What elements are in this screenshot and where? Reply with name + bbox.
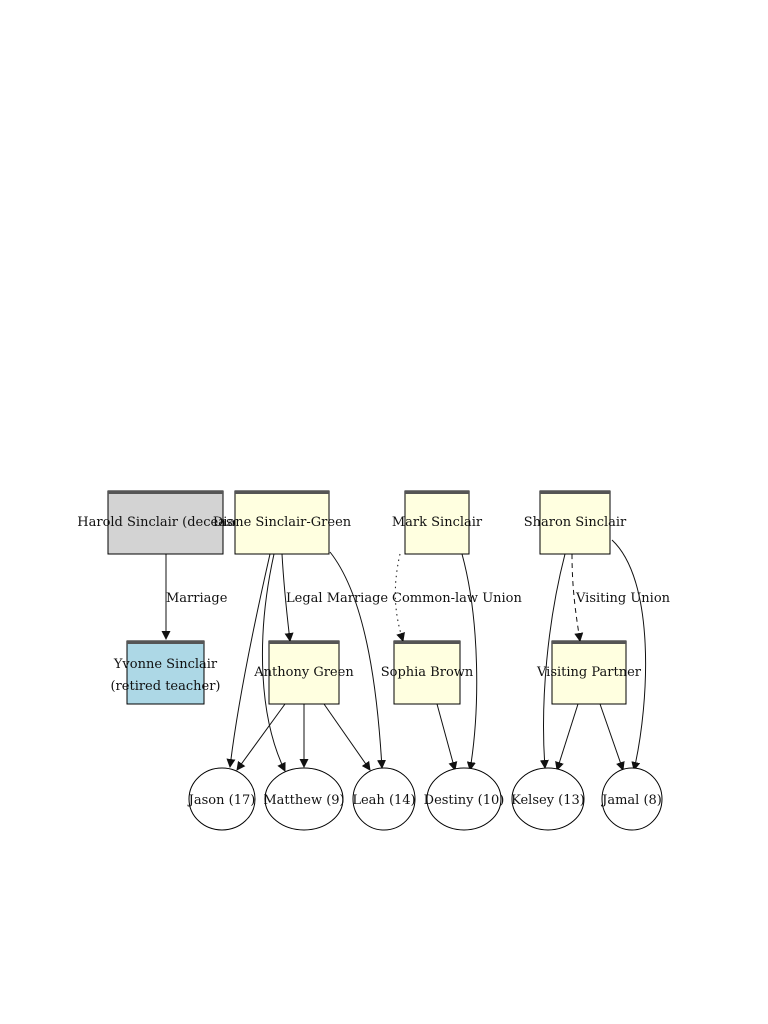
node-label: Diane Sinclair-Green bbox=[213, 515, 352, 530]
node-sharon: Sharon Sinclair bbox=[524, 490, 627, 555]
edge-sharon-kelsey bbox=[539, 553, 566, 769]
node-ellipse bbox=[264, 767, 344, 831]
node-diane: Diane Sinclair-Green bbox=[213, 490, 352, 555]
edge-sharon-jamal bbox=[611, 539, 647, 771]
node-jason: Jason (17) bbox=[187, 767, 256, 831]
node-label: Visiting Partner bbox=[536, 665, 642, 680]
node-label: Mark Sinclair bbox=[392, 515, 483, 530]
node-leah: Leah (14) bbox=[352, 767, 416, 831]
edge-diane-jason bbox=[226, 553, 271, 768]
node-ellipse bbox=[601, 767, 663, 831]
node-label: Jamal (8) bbox=[600, 793, 662, 808]
node-kelsey: Kelsey (13) bbox=[511, 767, 585, 831]
edge-label-visiting-union: Visiting Union bbox=[575, 591, 671, 606]
edge-label-marriage: Marriage bbox=[166, 591, 228, 606]
node-yvonne: Yvonne Sinclair (retired teacher) bbox=[110, 640, 221, 705]
node-box bbox=[404, 490, 470, 555]
node-ellipse bbox=[352, 767, 416, 831]
node-label-line2: (retired teacher) bbox=[110, 679, 220, 694]
node-destiny: Destiny (10) bbox=[424, 767, 505, 831]
node-anthony: Anthony Green bbox=[253, 640, 354, 705]
node-label: Matthew (9) bbox=[263, 793, 344, 808]
node-box bbox=[551, 640, 627, 705]
node-label: Destiny (10) bbox=[424, 793, 505, 808]
edge-anthony-leah bbox=[323, 703, 371, 771]
node-label: Harold Sinclair (deceased) bbox=[77, 515, 253, 530]
edge-diane-matthew bbox=[262, 553, 286, 772]
edge-anthony-jason bbox=[236, 703, 286, 771]
edges bbox=[161, 539, 647, 772]
edge-visiting-kelsey bbox=[555, 703, 579, 771]
edge-sophia-destiny bbox=[436, 703, 458, 771]
node-ellipse bbox=[511, 767, 585, 831]
node-box bbox=[234, 490, 330, 555]
node-ellipse bbox=[188, 767, 256, 831]
edge-label-legal-marriage: Legal Marriage bbox=[286, 591, 388, 606]
edge-sharon-visiting bbox=[571, 553, 584, 642]
node-visiting-partner: Visiting Partner bbox=[536, 640, 642, 705]
node-mark: Mark Sinclair bbox=[392, 490, 483, 555]
node-jamal: Jamal (8) bbox=[600, 767, 663, 831]
node-label: Sharon Sinclair bbox=[524, 515, 627, 530]
node-harold: Harold Sinclair (deceased) bbox=[77, 490, 254, 555]
node-label: Sophia Brown bbox=[381, 665, 474, 680]
node-label: Kelsey (13) bbox=[511, 793, 585, 808]
edge-visiting-jamal bbox=[599, 703, 625, 771]
node-matthew: Matthew (9) bbox=[263, 767, 345, 831]
edge-label-common-law: Common-law Union bbox=[392, 591, 523, 606]
node-box bbox=[126, 640, 205, 705]
edge-mark-destiny bbox=[461, 553, 478, 771]
node-label-line1: Yvonne Sinclair bbox=[113, 657, 218, 672]
edge-diane-anthony bbox=[281, 553, 294, 642]
node-box bbox=[107, 490, 224, 555]
node-sophia: Sophia Brown bbox=[381, 640, 474, 705]
node-label: Leah (14) bbox=[352, 793, 415, 808]
edge-diane-leah bbox=[329, 551, 387, 769]
node-box bbox=[393, 640, 461, 705]
node-ellipse bbox=[426, 767, 502, 831]
node-label: Jason (17) bbox=[187, 793, 256, 808]
node-label: Anthony Green bbox=[253, 665, 354, 680]
